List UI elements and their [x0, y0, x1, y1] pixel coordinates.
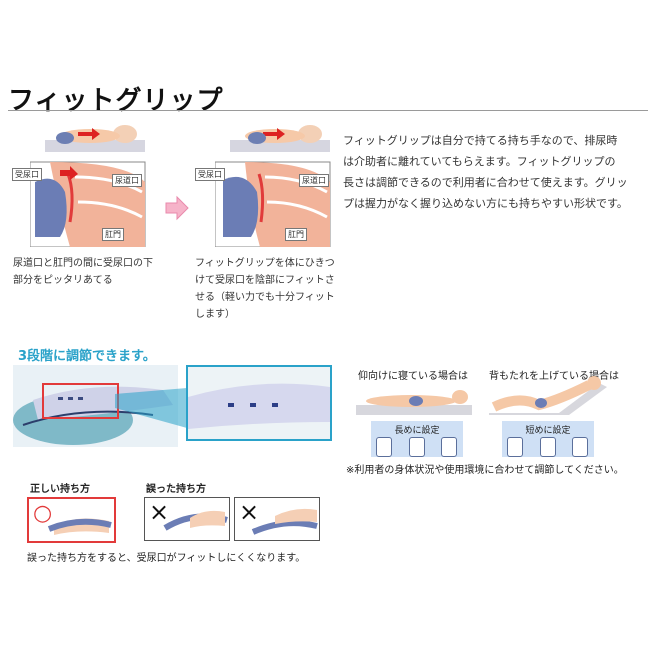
right-caption-line: フィットグリップを体にひきつ: [195, 258, 335, 269]
correct-hold-label: 正しい持ち方: [30, 484, 90, 495]
long-setting-label: 長めに設定: [394, 426, 440, 436]
left-caption-line: 尿道口と肛門の間に受尿口の下: [13, 258, 153, 269]
lying-caption: 仰向けに寝ている場合は: [358, 371, 468, 382]
description-line: 長さは調節できるので利用者に合わせて使えます。グリッ: [343, 176, 628, 189]
wrong-hold-panel-1: ×: [144, 497, 230, 541]
highlight-frame: [42, 383, 119, 419]
label-urethra-receiver: 受尿口: [12, 168, 42, 181]
zoom-connector: [115, 388, 187, 432]
correct-circle-icon: ○: [33, 501, 53, 526]
description-line: フィットグリップは自分で持てる持ち手なので、排尿時: [343, 134, 618, 147]
device-photo-wide: [13, 365, 178, 447]
wrong-hold-panel-2: ×: [234, 497, 320, 541]
setting-slot-icon: [409, 437, 425, 457]
label-urethral-opening: 尿道口: [299, 174, 329, 187]
setting-slot-icon: [376, 437, 392, 457]
cross-icon: ×: [239, 498, 260, 526]
right-illustration: 受尿口 尿道口 肛門: [195, 122, 335, 248]
setting-slot-icon: [441, 437, 457, 457]
left-illustration: 受尿口 尿道口 肛門: [12, 122, 150, 248]
short-setting-box: 短めに設定: [502, 421, 594, 457]
page-title: フィットグリップ: [8, 86, 224, 116]
device-zoom-photo: [186, 365, 332, 441]
pink-arrow-icon: [164, 195, 190, 225]
holding-caption: 誤った持ち方をすると、受尿口がフィットしにくくなります。: [27, 553, 306, 564]
raised-illustration: [489, 375, 609, 415]
setting-slot-icon: [507, 437, 523, 457]
label-anus: 肛門: [102, 228, 124, 241]
description-line: は介助者に離れていてもらえます。フィットグリップの: [343, 155, 616, 168]
title-divider: [8, 110, 648, 111]
adjust-heading: 3段階に調節できます。: [18, 349, 156, 364]
long-setting-box: 長めに設定: [371, 421, 463, 457]
correct-hold-panel: ○: [27, 497, 116, 543]
label-urethral-opening: 尿道口: [112, 174, 142, 187]
right-caption-line: けて受尿口を陰部にフィットさ: [195, 275, 335, 286]
lying-illustration: [356, 383, 472, 415]
right-caption: フィットグリップを体にひきつ けて受尿口を陰部にフィットさ せる（軽い力でも十分…: [195, 255, 345, 323]
left-caption-line: 部分をピッタリあてる: [13, 275, 113, 286]
right-caption-line: します）: [195, 309, 235, 320]
label-anus: 肛門: [285, 228, 307, 241]
setting-slot-icon: [540, 437, 556, 457]
wrong-hold-label: 誤った持ち方: [146, 484, 206, 495]
adjust-note: ※利用者の身体状況や使用環境に合わせて調節してください。: [346, 465, 624, 476]
right-caption-line: せる（軽い力でも十分フィット: [195, 292, 335, 303]
left-caption: 尿道口と肛門の間に受尿口の下 部分をピッタリあてる: [13, 255, 163, 289]
short-setting-label: 短めに設定: [525, 426, 571, 436]
setting-slot-icon: [572, 437, 588, 457]
description-line: プは握力がなく握り込めない方にも持ちやすい形状です。: [343, 197, 628, 210]
label-urethra-receiver: 受尿口: [195, 168, 225, 181]
cross-icon: ×: [149, 498, 170, 526]
description-paragraph: フィットグリップは自分で持てる持ち手なので、排尿時 は介助者に離れていてもらえま…: [343, 130, 643, 214]
raised-caption: 背もたれを上げている場合は: [489, 371, 619, 382]
